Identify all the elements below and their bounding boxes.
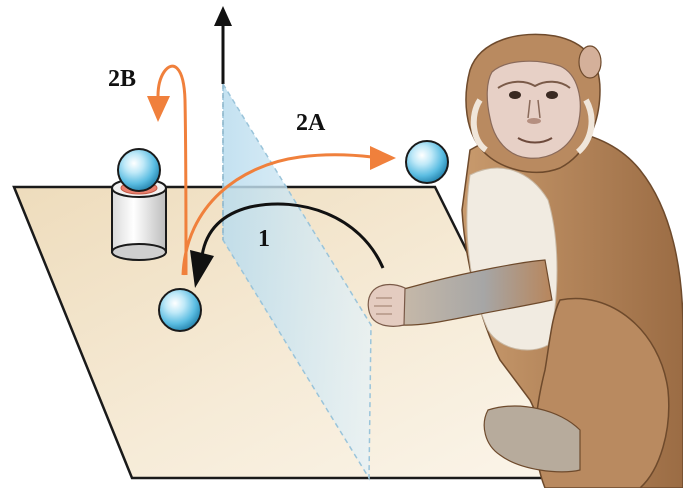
ball-icon [158,288,202,332]
ball-icon [117,148,161,192]
arrow-2b [156,64,188,276]
arrow-2b-head [147,96,170,122]
arrow-1 [200,202,385,269]
arrow-1-head [190,250,214,288]
monkey-illustration [367,33,683,488]
label-2b: 2B [108,66,136,92]
arrow-2a [181,153,373,276]
vertical-axis-arrowhead [214,6,232,26]
label-1: 1 [258,226,270,252]
arrow-2a-head [370,146,396,170]
ball-icon [405,140,449,184]
label-2a: 2A [296,110,326,136]
